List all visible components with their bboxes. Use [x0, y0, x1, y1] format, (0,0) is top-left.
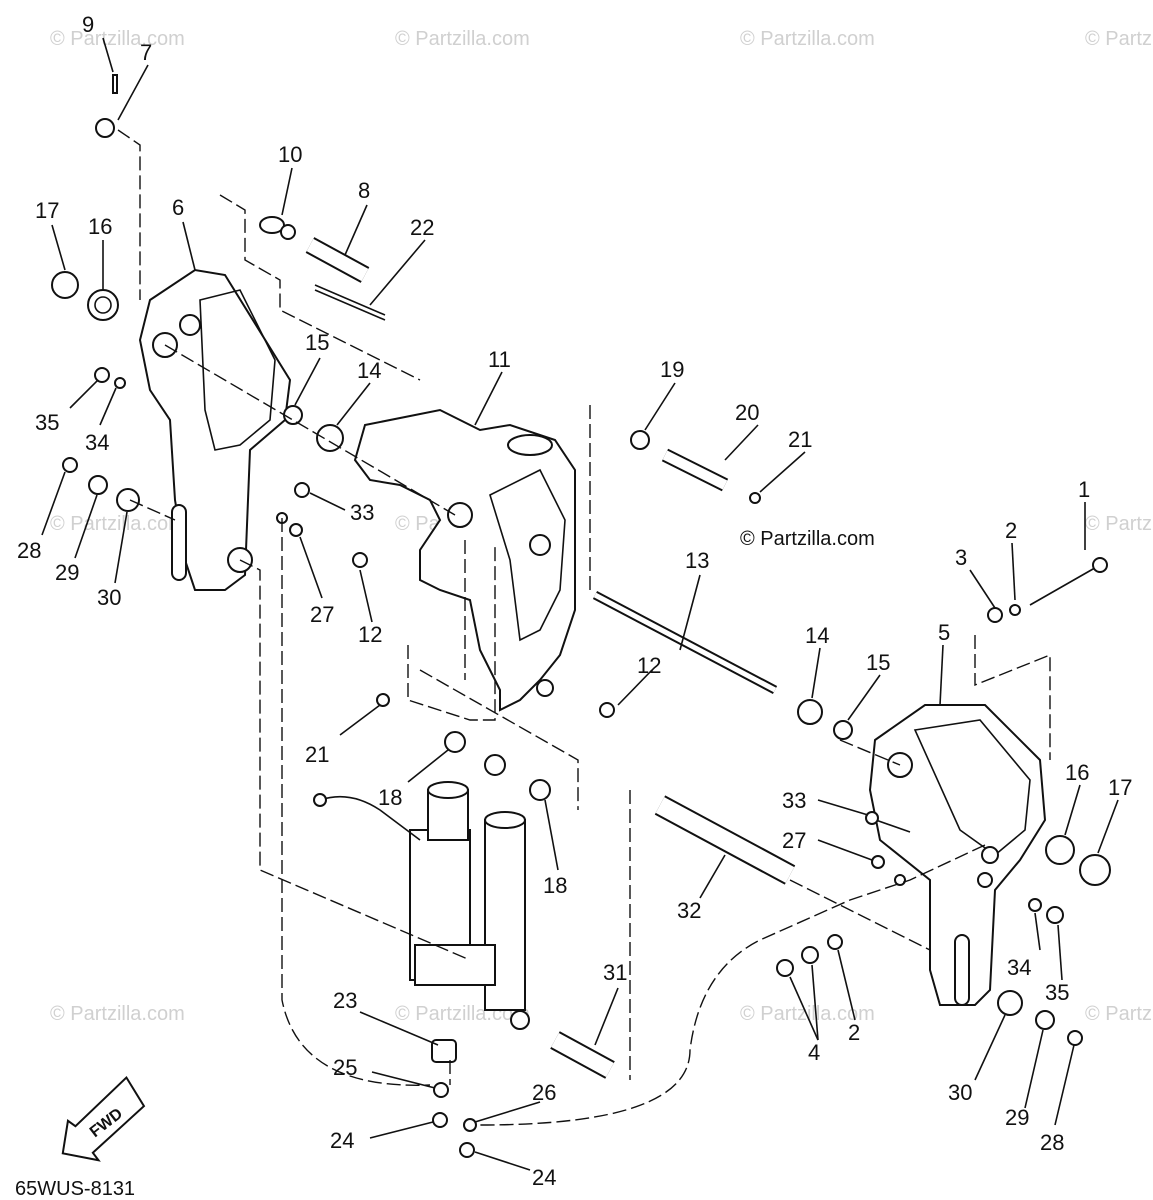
clamp-bracket-left — [138, 268, 292, 591]
callout-23: 23 — [333, 988, 357, 1013]
pin-22 — [314, 284, 386, 321]
diagram-code: 65WUS-8131 — [15, 1178, 135, 1200]
callout-29: 29 — [55, 560, 79, 585]
callout-5: 5 — [938, 620, 950, 645]
callout-7: 7 — [140, 40, 152, 65]
watermark: © Partzilla.com — [1085, 513, 1153, 535]
watermark: © Partzilla.com — [1085, 1003, 1153, 1025]
callout-34: 34 — [1007, 955, 1031, 980]
callout-19: 19 — [660, 357, 684, 382]
callout-17: 17 — [1108, 775, 1132, 800]
callout-31: 31 — [603, 960, 627, 985]
callout-9: 9 — [82, 12, 94, 37]
callout-15: 15 — [305, 330, 329, 355]
callout-15: 15 — [866, 650, 890, 675]
callout-13: 13 — [685, 548, 709, 573]
callout-8: 8 — [358, 178, 370, 203]
tilt-shaft — [592, 591, 778, 694]
small-parts — [51, 74, 1111, 1158]
callout-16: 16 — [88, 214, 112, 239]
callout-10: 10 — [278, 142, 302, 167]
callout-2: 2 — [848, 1020, 860, 1045]
callout-33: 33 — [782, 788, 806, 813]
callout-12: 12 — [358, 622, 382, 647]
watermark: © Partzilla.com — [395, 28, 530, 50]
callout-24: 24 — [532, 1165, 556, 1190]
callout-14: 14 — [805, 623, 829, 648]
watermark: © Partzilla.com — [1085, 28, 1153, 50]
callout-35: 35 — [1045, 980, 1069, 1005]
callout-21: 21 — [788, 427, 812, 452]
callout-30: 30 — [97, 585, 121, 610]
callout-3: 3 — [955, 545, 967, 570]
callout-25: 25 — [333, 1055, 357, 1080]
pin-8 — [305, 237, 370, 283]
callout-11: 11 — [488, 347, 511, 372]
callout-20: 20 — [735, 400, 759, 425]
callout-6: 6 — [172, 195, 184, 220]
callout-28: 28 — [1040, 1130, 1064, 1155]
partzilla-watermark: © Partzilla.com — [740, 528, 875, 550]
shaft-32 — [654, 795, 796, 885]
callout-18: 18 — [543, 873, 567, 898]
callout-17: 17 — [35, 198, 59, 223]
watermark: © Partzilla.com — [740, 1003, 875, 1025]
pin-20 — [661, 448, 729, 492]
callout-16: 16 — [1065, 760, 1089, 785]
callout-1: 1 — [1078, 477, 1090, 502]
callout-14: 14 — [357, 358, 381, 383]
callout-18: 18 — [378, 785, 402, 810]
callout-numbers: 9 7 10 8 22 17 16 6 15 14 11 19 20 21 35… — [17, 12, 1132, 1190]
callout-28: 28 — [17, 538, 41, 563]
leader-lines — [41, 37, 1119, 1171]
callout-21: 21 — [305, 742, 329, 767]
callout-35: 35 — [35, 410, 59, 435]
watermark: © Partzilla.com — [740, 28, 875, 50]
callout-22: 22 — [410, 215, 434, 240]
assembly-lines — [117, 129, 1051, 1126]
tilt-cylinder-unit — [409, 781, 530, 1030]
callout-33: 33 — [350, 500, 374, 525]
watermark-layer: © Partzilla.com © Partzilla.com © Partzi… — [50, 28, 1153, 1025]
callout-29: 29 — [1005, 1105, 1029, 1130]
watermark: © Partzilla.com — [50, 513, 185, 535]
callout-24: 24 — [330, 1128, 354, 1153]
callout-12: 12 — [637, 653, 661, 678]
callout-27: 27 — [310, 602, 334, 627]
watermark: © Partzilla.com — [50, 1003, 185, 1025]
callout-4: 4 — [808, 1040, 820, 1065]
callout-32: 32 — [677, 898, 701, 923]
callout-26: 26 — [532, 1080, 556, 1105]
callout-27: 27 — [782, 828, 806, 853]
callout-30: 30 — [948, 1080, 972, 1105]
fwd-arrow: FWD — [61, 1075, 146, 1162]
watermark: © Partzilla.com — [50, 28, 185, 50]
clamp-bracket-right — [868, 704, 1047, 1006]
callout-34: 34 — [85, 430, 109, 455]
callout-2: 2 — [1005, 518, 1017, 543]
